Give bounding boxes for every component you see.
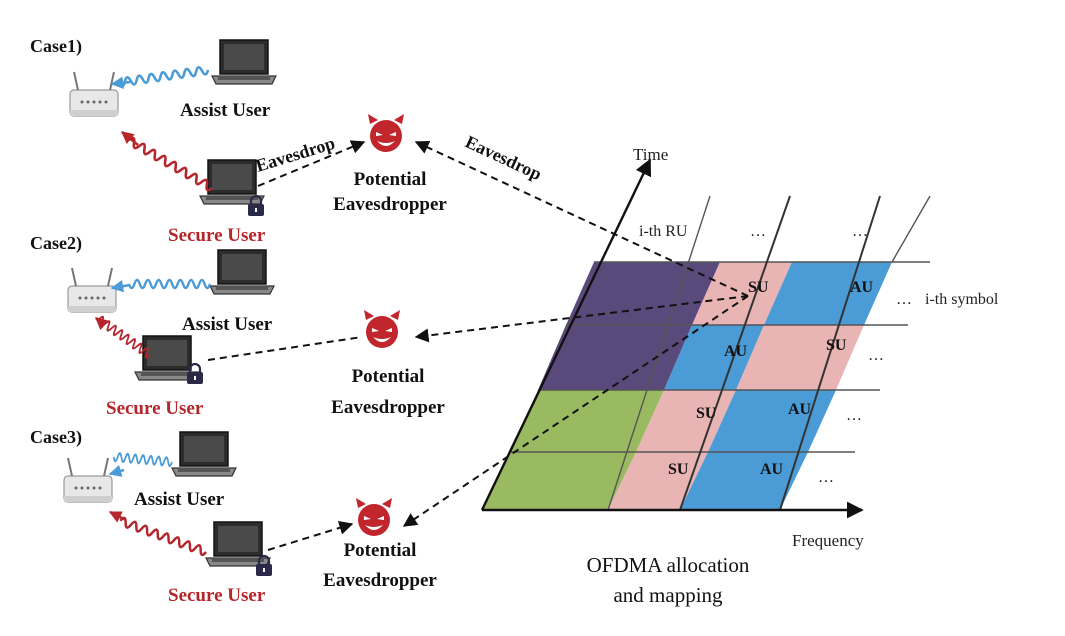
time-axis	[480, 158, 652, 511]
secure-signal-wave	[95, 314, 154, 360]
grid-cell	[736, 325, 864, 390]
ellipsis-text: …	[750, 223, 766, 240]
case3-group: Case3) Assist User Secure User Potential…	[30, 427, 437, 606]
case1-group: Case1) Assist User Secure User Potential…	[30, 36, 447, 246]
symbol-label: i-th symbol	[925, 291, 999, 308]
cell-label-su: SU	[826, 337, 847, 354]
cell-label-au: AU	[850, 279, 874, 296]
assist-signal-wave	[110, 64, 210, 89]
laptop-icon	[211, 39, 277, 85]
laptop-icon	[171, 431, 237, 477]
caption-line2: and mapping	[613, 583, 723, 607]
eavesdrop-arrow	[267, 521, 354, 551]
grid-cell	[764, 262, 892, 325]
secure-signal-wave	[121, 131, 216, 193]
case1-eve-line2: Eavesdropper	[333, 194, 447, 215]
ellipsis-text: …	[852, 223, 868, 240]
grid-cell	[608, 452, 708, 510]
case3-label: Case3)	[30, 427, 82, 448]
time-axis-label: Time	[633, 145, 668, 164]
devil-icon	[356, 498, 392, 536]
grid-cell	[482, 452, 636, 510]
cell-label-au: AU	[788, 401, 812, 418]
cell-label-au: AU	[724, 343, 748, 360]
case3-secure-label: Secure User	[168, 585, 266, 606]
case2-label: Case2)	[30, 233, 82, 254]
grid-cell	[510, 390, 664, 452]
grid-cell	[538, 325, 692, 390]
case2-group: Case2) Assist User Secure User Potential…	[30, 233, 445, 419]
assist-signal-wave	[108, 451, 174, 477]
case1-eve-line1: Potential	[354, 169, 427, 190]
case2-assist-label: Assist User	[182, 314, 273, 335]
eavesdrop-arrow	[207, 336, 363, 361]
case1-secure-label: Secure User	[168, 225, 266, 246]
case2-eve-line2: Eavesdropper	[331, 397, 445, 418]
case2-eve-line1: Potential	[352, 366, 425, 387]
grid-cell	[680, 452, 808, 510]
eavesdrop-arrow	[402, 295, 749, 527]
eavesdrop-arrow	[414, 295, 749, 343]
case3-assist-label: Assist User	[134, 489, 225, 510]
eavesdrop-arrow	[414, 140, 749, 297]
cell-label-su: SU	[668, 461, 689, 478]
cell-label-au: AU	[760, 461, 784, 478]
grid-cell	[566, 262, 720, 325]
eavesdrop-label-1: Eavesdrop	[253, 133, 337, 176]
case1-label: Case1)	[30, 36, 82, 57]
laptop-icon	[209, 249, 275, 295]
frequency-axis-label: Frequency	[792, 531, 864, 550]
ru-label: i-th RU	[639, 223, 688, 240]
caption-line1: OFDMA allocation	[587, 553, 750, 577]
grid-cell	[636, 390, 736, 452]
ofdma-grid: Time Frequency i-th RU i-th symbol … … ……	[480, 145, 999, 607]
eavesdrop-label-2: Eavesdrop	[462, 131, 544, 184]
lock-icon	[185, 362, 205, 386]
cell-label-su: SU	[696, 405, 717, 422]
devil-icon	[368, 114, 404, 152]
router-icon	[69, 71, 119, 117]
ellipsis-text: …	[818, 469, 834, 486]
router-icon	[63, 457, 113, 503]
ellipsis-text: …	[868, 347, 884, 364]
assist-signal-wave	[110, 278, 212, 293]
router-icon	[67, 267, 117, 313]
cell-label-su: SU	[748, 279, 769, 296]
case2-secure-label: Secure User	[106, 398, 204, 419]
ellipsis-text: …	[896, 291, 912, 308]
devil-icon	[364, 310, 400, 348]
case3-eve-line1: Potential	[344, 540, 417, 561]
secure-signal-wave	[108, 510, 209, 558]
ellipsis-text: …	[846, 407, 862, 424]
case1-assist-label: Assist User	[180, 100, 271, 121]
case3-eve-line2: Eavesdropper	[323, 570, 437, 591]
